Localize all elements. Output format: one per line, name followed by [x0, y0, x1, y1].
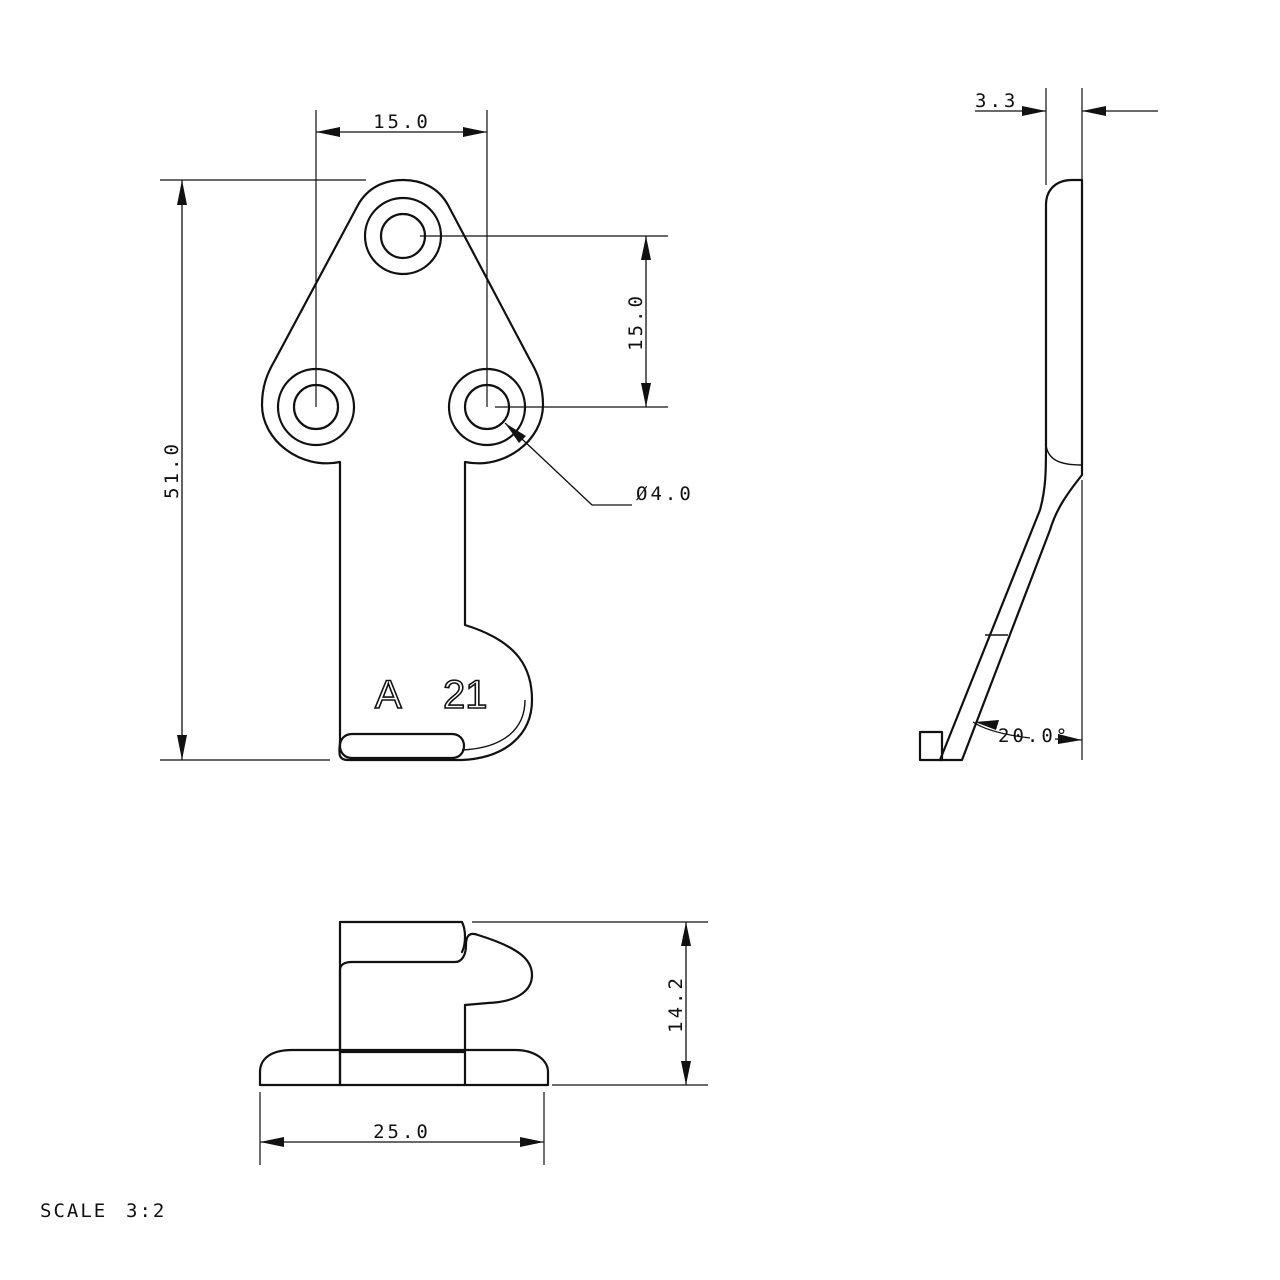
bottom-view-base	[258, 1048, 550, 1087]
dim-bend-angle: 20.0°	[972, 480, 1083, 760]
side-view-outline	[938, 178, 1084, 762]
dim-top-hole-spacing-label: 15.0	[373, 111, 431, 133]
bottom-view-upright	[338, 920, 467, 1087]
dim-thickness-label: 3.3	[975, 90, 1018, 112]
dim-bend-angle-label: 20.0°	[998, 725, 1070, 747]
dim-top-hole-spacing: 15.0	[315, 110, 488, 407]
scale-label: SCALE	[40, 1200, 107, 1222]
dim-hole-diameter-label: Ø4.0	[636, 483, 694, 505]
bottom-slot	[338, 732, 466, 760]
dim-bottom-width-label: 25.0	[373, 1121, 431, 1143]
dim-overall-height: 51.0	[160, 179, 366, 761]
dim-thickness: 3.3	[975, 88, 1158, 185]
dim-bottom-height-label: 14.2	[665, 975, 687, 1033]
dim-bottom-width: 25.0	[259, 1092, 545, 1165]
side-view-foot-tab	[918, 730, 944, 762]
bottom-view-hook	[350, 932, 534, 1007]
side-view-bend-line	[1045, 444, 1083, 466]
scale-note: SCALE 3:2	[40, 1200, 166, 1222]
bottom-view	[258, 920, 550, 1087]
dim-overall-height-label: 51.0	[161, 441, 183, 499]
bottom-view-ledge	[338, 960, 354, 1087]
part-marking-number: 21	[443, 673, 488, 717]
hook-inner-edge	[461, 699, 526, 751]
dim-vertical-hole-spacing-label: 15.0	[625, 293, 647, 351]
dim-vertical-hole-spacing: 15.0	[420, 235, 668, 408]
top-hole	[379, 212, 427, 260]
part-marking-letter: A	[375, 673, 402, 717]
front-view-outline	[260, 178, 545, 762]
front-view: A 21	[260, 178, 545, 762]
scale-value: 3:2	[126, 1200, 166, 1222]
side-view	[918, 178, 1084, 762]
dim-bottom-height: 14.2	[472, 921, 708, 1086]
dim-hole-diameter: Ø4.0	[504, 422, 694, 506]
